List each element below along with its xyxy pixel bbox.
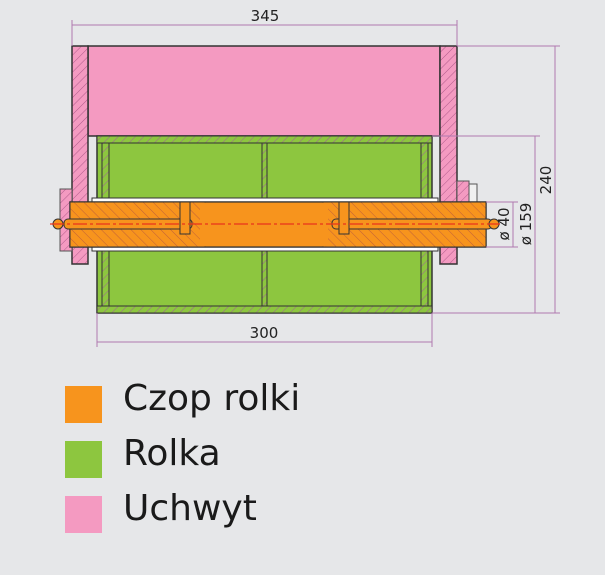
legend-swatch-pink [65,496,102,533]
dim-roller-diameter: ø 159 [517,203,535,246]
dim-total-width: 345 [251,7,280,25]
left-pin [179,201,191,235]
legend-item-roller: Rolka [65,433,465,478]
right-pin [338,201,350,235]
legend-label: Czop rolki [123,378,301,419]
roller-top-shell [96,135,433,144]
legend-label: Uchwyt [123,488,257,529]
legend-swatch-green [65,441,102,478]
legend-label: Rolka [123,433,221,474]
holder-top-block [87,45,441,137]
dim-height: 240 [537,166,555,195]
legend-swatch-orange [65,386,102,423]
dimension-lines [71,20,560,347]
dim-shaft-diameter: ø 40 [495,207,513,240]
roller-bottom-shell [96,305,433,314]
dim-roller-width: 300 [250,324,279,342]
legend-item-shaft: Czop rolki [65,378,465,423]
legend-item-holder: Uchwyt [65,488,465,533]
shaft [50,201,500,248]
